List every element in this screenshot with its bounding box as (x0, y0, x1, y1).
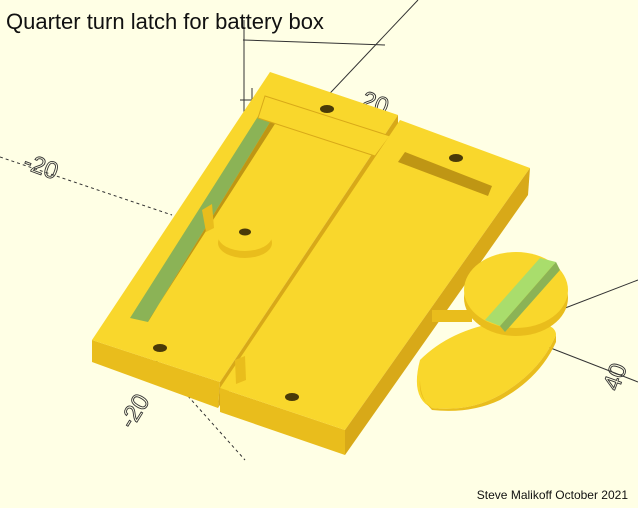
pivot-hole (239, 228, 251, 236)
right-plate-front (220, 388, 345, 455)
x-axis-line-top (242, 39, 386, 46)
author-credit: Steve Malikoff October 2021 (476, 488, 628, 502)
knob-slot (485, 258, 556, 326)
pivot-boss-top (218, 221, 272, 251)
knob-slot-shadow (500, 262, 560, 332)
hole-right-top (449, 154, 463, 162)
x-axis-negative (0, 156, 173, 216)
neg-y-label: -20 (114, 389, 155, 433)
latch-tab-top (416, 321, 556, 409)
latch-stem (432, 310, 472, 322)
right-plate-notch (235, 356, 246, 384)
model-title: Quarter turn latch for battery box (6, 9, 324, 34)
hole-left-top (320, 105, 334, 113)
hole-right-bottom (285, 393, 299, 401)
right-plate-top (220, 120, 530, 430)
latch-knob[interactable] (416, 252, 568, 411)
hole-left-bottom (153, 344, 167, 352)
left-plate-lug (202, 204, 214, 232)
left-slot-edge (148, 114, 280, 322)
left-plate-top-ridge (257, 95, 391, 157)
left-slot (130, 110, 275, 322)
y-axis-positive (559, 279, 638, 311)
right-plate-ridge-shadow (398, 152, 492, 196)
pos-x-label: 40 (598, 360, 633, 394)
left-plate-front (92, 340, 220, 408)
neg-x-label: -20 (20, 148, 62, 185)
